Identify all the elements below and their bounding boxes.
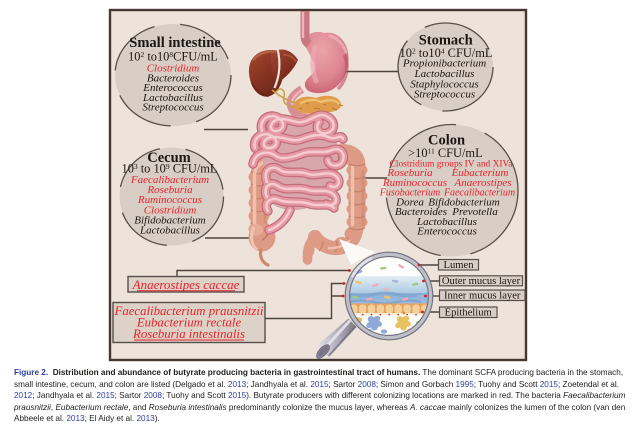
svg-text:Lactobacillus: Lactobacillus	[414, 68, 475, 80]
svg-text:Anaerostipes: Anaerostipes	[453, 177, 511, 189]
svg-text:Outer mucus layer: Outer mucus layer	[442, 276, 521, 287]
svg-text:Eubacterium: Eubacterium	[451, 167, 509, 179]
svg-text:Lactobacillus: Lactobacillus	[139, 225, 200, 237]
svg-text:Enterococcus: Enterococcus	[416, 226, 476, 238]
svg-text:Bifidobacterium: Bifidobacterium	[134, 214, 206, 226]
svg-text:Ruminococcus: Ruminococcus	[137, 194, 202, 206]
svg-text:Roseburia: Roseburia	[386, 167, 433, 179]
svg-text:Anaerostipes caccae: Anaerostipes caccae	[132, 277, 240, 292]
svg-text:Ruminococcus: Ruminococcus	[382, 177, 447, 189]
svg-text:Cecum: Cecum	[147, 150, 191, 166]
svg-text:Dorea: Dorea	[395, 196, 424, 208]
svg-text:Streptococcus: Streptococcus	[414, 89, 475, 101]
svg-text:Roseburia: Roseburia	[146, 184, 193, 196]
svg-text:Bacteroides: Bacteroides	[147, 72, 199, 84]
svg-text:103 to 109 CFU/mL: 103 to 109 CFU/mL	[122, 162, 218, 176]
svg-text:Enterococcus: Enterococcus	[142, 82, 202, 94]
svg-text:Lactobacillus: Lactobacillus	[142, 92, 203, 104]
svg-text:Inner mucus layer: Inner mucus layer	[444, 291, 521, 302]
svg-text:Fusobacterium: Fusobacterium	[379, 188, 441, 199]
svg-text:Faecalibacterium: Faecalibacterium	[443, 188, 515, 199]
svg-text:102 to108CFU/mL: 102 to108CFU/mL	[128, 50, 218, 64]
svg-text:Faecalibacterium: Faecalibacterium	[130, 174, 209, 186]
svg-text:>1011 CFU/mL: >1011 CFU/mL	[408, 146, 482, 160]
svg-text:Propionibacterium: Propionibacterium	[402, 58, 486, 70]
svg-text:Lumen: Lumen	[443, 260, 474, 271]
svg-text:Bifidobacterium: Bifidobacterium	[428, 196, 500, 208]
svg-text:Faecalibacterium prausnitzii: Faecalibacterium prausnitzii	[114, 304, 264, 318]
svg-text:Streptococcus: Streptococcus	[142, 102, 203, 114]
svg-text:Roseburia intestinalis: Roseburia intestinalis	[132, 327, 245, 341]
svg-text:Clostridium groups IV and XIVa: Clostridium groups IV and XIVa	[390, 159, 514, 169]
svg-text:Eubacterium rectale: Eubacterium rectale	[136, 316, 242, 330]
svg-text:Stomach: Stomach	[419, 32, 473, 48]
svg-text:Epithelium: Epithelium	[445, 308, 493, 319]
svg-text:Clostridium: Clostridium	[144, 204, 197, 216]
svg-text:Bacteroides: Bacteroides	[395, 206, 447, 218]
svg-text:Small intestine: Small intestine	[129, 35, 221, 51]
svg-text:Staphylococcus: Staphylococcus	[410, 78, 478, 90]
svg-text:Lactobacillus: Lactobacillus	[416, 216, 477, 228]
svg-text:Clostridium: Clostridium	[147, 63, 200, 75]
svg-text:102 to104 CFU/mL: 102 to104 CFU/mL	[400, 46, 493, 60]
svg-text:Colon: Colon	[428, 133, 465, 149]
svg-text:Prevotella: Prevotella	[451, 206, 498, 218]
